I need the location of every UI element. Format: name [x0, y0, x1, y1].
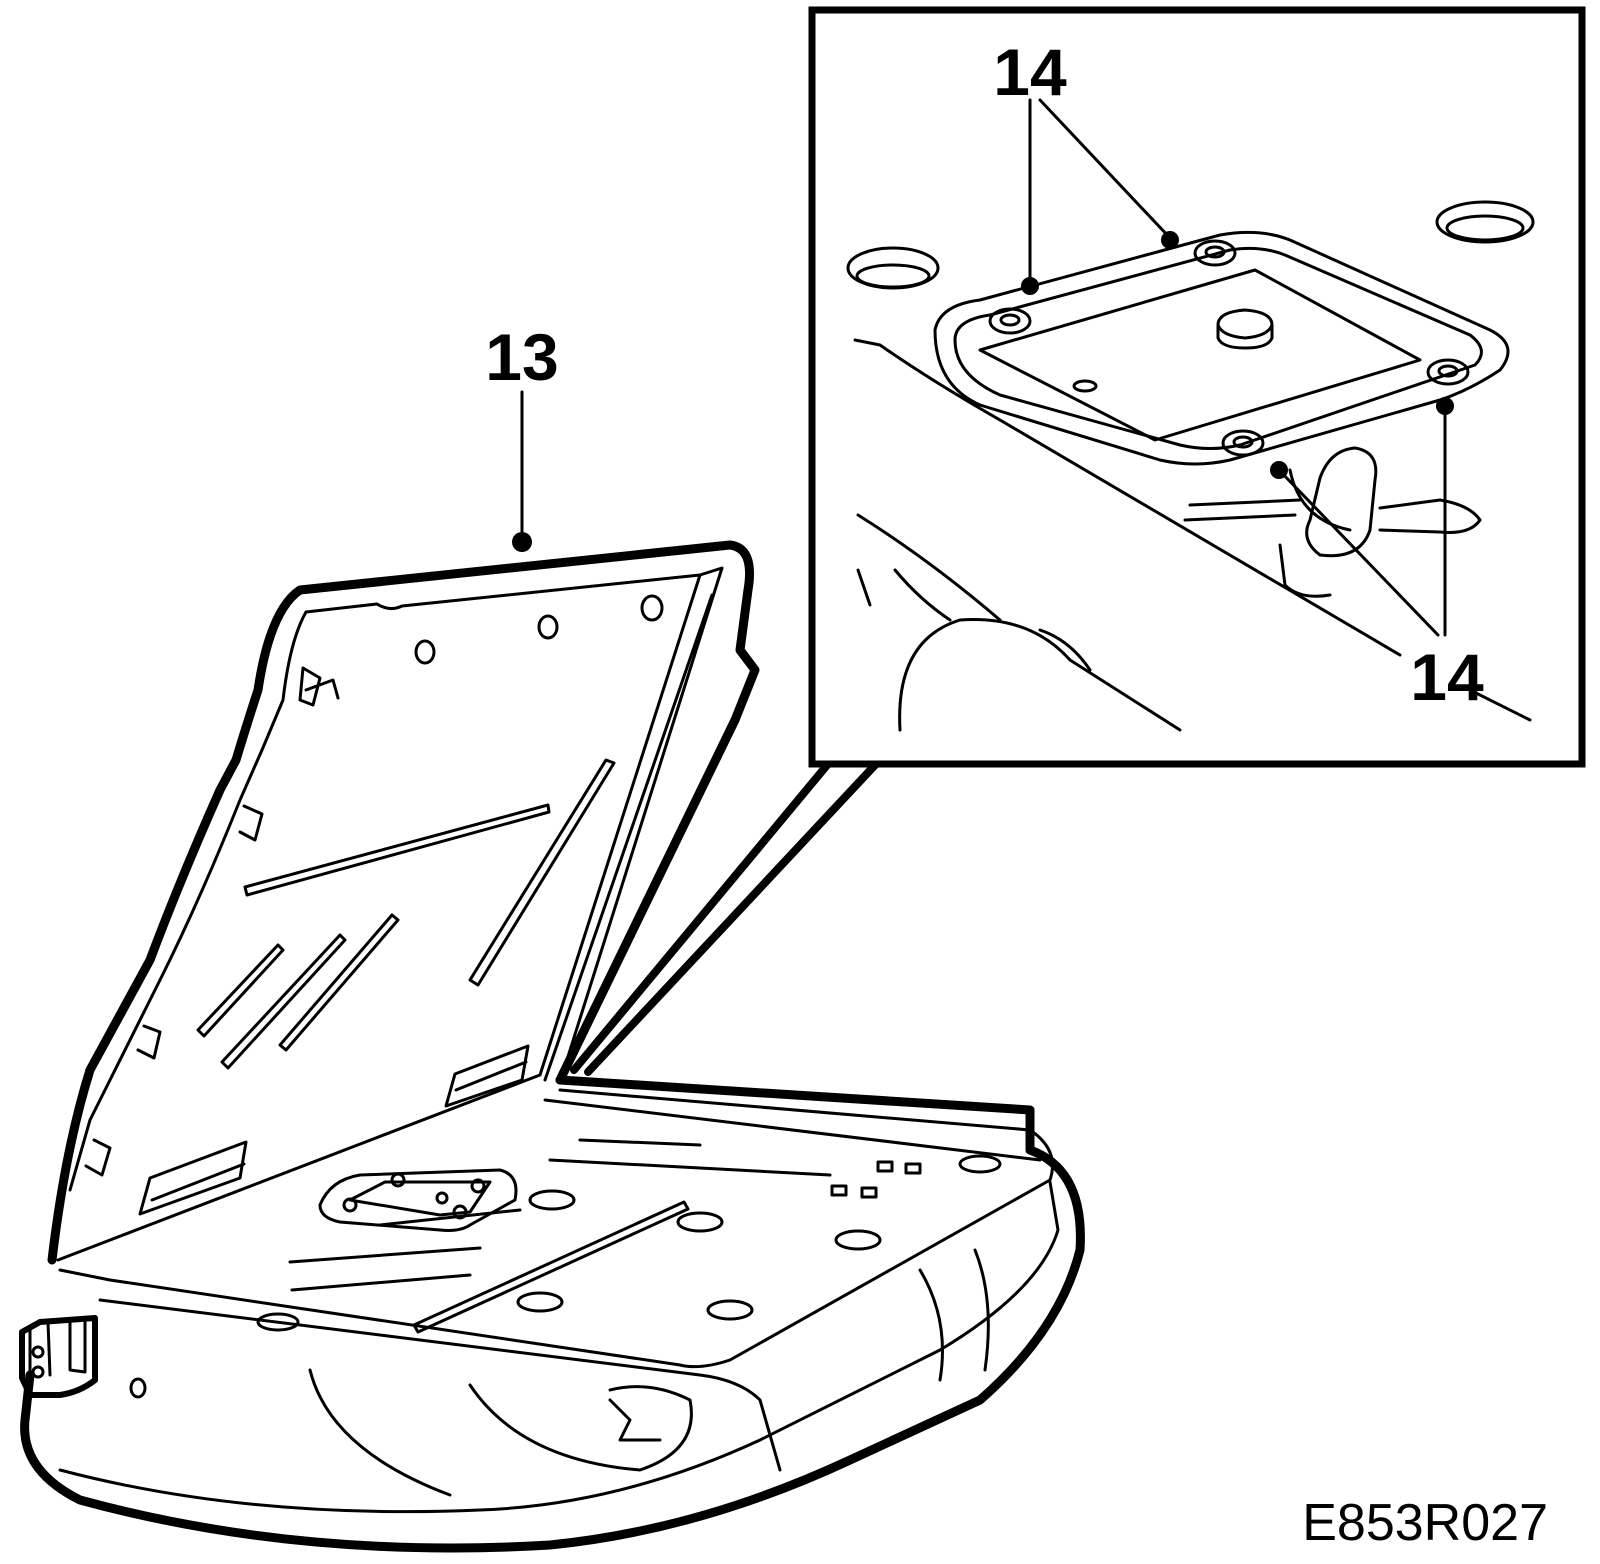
seat-base-hole: [516, 1291, 564, 1313]
inset-frame: [808, 6, 1586, 768]
seat-base-slot: [412, 1200, 690, 1334]
seat-back-hole: [537, 614, 559, 640]
seat-base-slot: [548, 1138, 832, 1177]
seat-base-access-plate: [318, 1168, 518, 1232]
inset-bump: [898, 618, 1182, 732]
seat-hinge-detail: [28, 1318, 87, 1382]
inset-hole: [1435, 200, 1535, 244]
access-plate-bolt: [390, 1172, 406, 1188]
access-plate-bolt: [435, 1191, 449, 1205]
leader-dot: [1270, 461, 1288, 479]
seat-base-hole: [676, 1211, 724, 1233]
inset-bolt: [1193, 239, 1237, 267]
inset-hole-inner: [1445, 214, 1525, 242]
seat-back-tab: [136, 1024, 162, 1060]
callout-label-14-bottom: 14: [1410, 640, 1484, 714]
access-plate-bolt: [342, 1197, 358, 1213]
hinge-hole: [31, 1365, 45, 1379]
seat-base-hole: [528, 1189, 576, 1211]
seat-base-outline: [20, 1075, 1085, 1553]
seat-hinge: [19, 1315, 98, 1398]
inset-cover-rim: [933, 230, 1510, 466]
inset-surface-edge: [856, 513, 1002, 622]
leader-dot: [1161, 231, 1179, 249]
leader-line-bottom: [1277, 404, 1447, 637]
seat-base-rib: [288, 1208, 522, 1292]
callout-label-14-top: 14: [993, 35, 1067, 109]
seat-base-hole: [834, 1229, 882, 1251]
inset-bolt: [1221, 429, 1265, 457]
seat-back-bracket: [138, 1140, 248, 1216]
inset-cover-inner-rim: [953, 246, 1483, 450]
seat-base-slot-hole: [876, 1160, 894, 1173]
seat-back-tab: [84, 1138, 112, 1177]
leader-dot: [1436, 397, 1454, 415]
seat-back-slot: [278, 913, 400, 1052]
seat-base-hole: [706, 1299, 754, 1321]
leader-dot: [512, 532, 532, 552]
hinge-hole: [31, 1345, 45, 1359]
inset-hole-inner: [855, 263, 931, 289]
seat-back-bracket: [444, 1044, 530, 1108]
seat-base-top-rim: [58, 1088, 1060, 1514]
seat-back-hole: [414, 639, 436, 665]
inset-linkage: [1183, 446, 1482, 598]
seat-back-inner-edge: [543, 566, 724, 1084]
callout-label-13: 13: [485, 320, 558, 394]
seat-base-slot-hole: [860, 1186, 878, 1199]
inset-bump-detail: [1038, 628, 1092, 672]
seat-back-slot: [468, 758, 616, 987]
leader-dot: [1021, 277, 1039, 295]
seat-back-hole: [640, 594, 664, 622]
inset-pointer: [570, 760, 880, 1076]
seat-base-hole: [256, 1312, 300, 1332]
seat-base-hole: [129, 1377, 147, 1399]
seat-back-tab: [238, 804, 264, 842]
seat-base-side: [98, 1248, 990, 1472]
seat-back-slot: [220, 933, 347, 1070]
figure-code: E853R027: [1302, 1494, 1548, 1552]
inset-small-hole: [1072, 379, 1098, 393]
inset-bolt: [1426, 358, 1470, 386]
access-plate-bolt: [452, 1204, 468, 1220]
seat-back-panel: [56, 573, 702, 1262]
seat-back-outline: [47, 540, 760, 1265]
seat-back-slot: [196, 943, 285, 1038]
seat-back-tab: [298, 666, 340, 707]
inset-bolt: [988, 307, 1032, 335]
seat-assembly: [19, 540, 1085, 1553]
seat-base-hole: [958, 1154, 1002, 1174]
access-plate-bolt: [470, 1178, 486, 1194]
inset-cover-plate: [978, 268, 1422, 442]
leader-line-top: [1028, 98, 1172, 288]
inset-drain-plug: [1216, 308, 1274, 350]
seat-base-underside: [308, 1368, 693, 1497]
seat-base-slot-hole: [830, 1184, 848, 1197]
seat-back-slot: [243, 803, 551, 897]
inset-surface-edge: [853, 338, 1532, 722]
detail-inset: [570, 6, 1586, 1076]
seat-base-slot-hole: [904, 1162, 922, 1175]
